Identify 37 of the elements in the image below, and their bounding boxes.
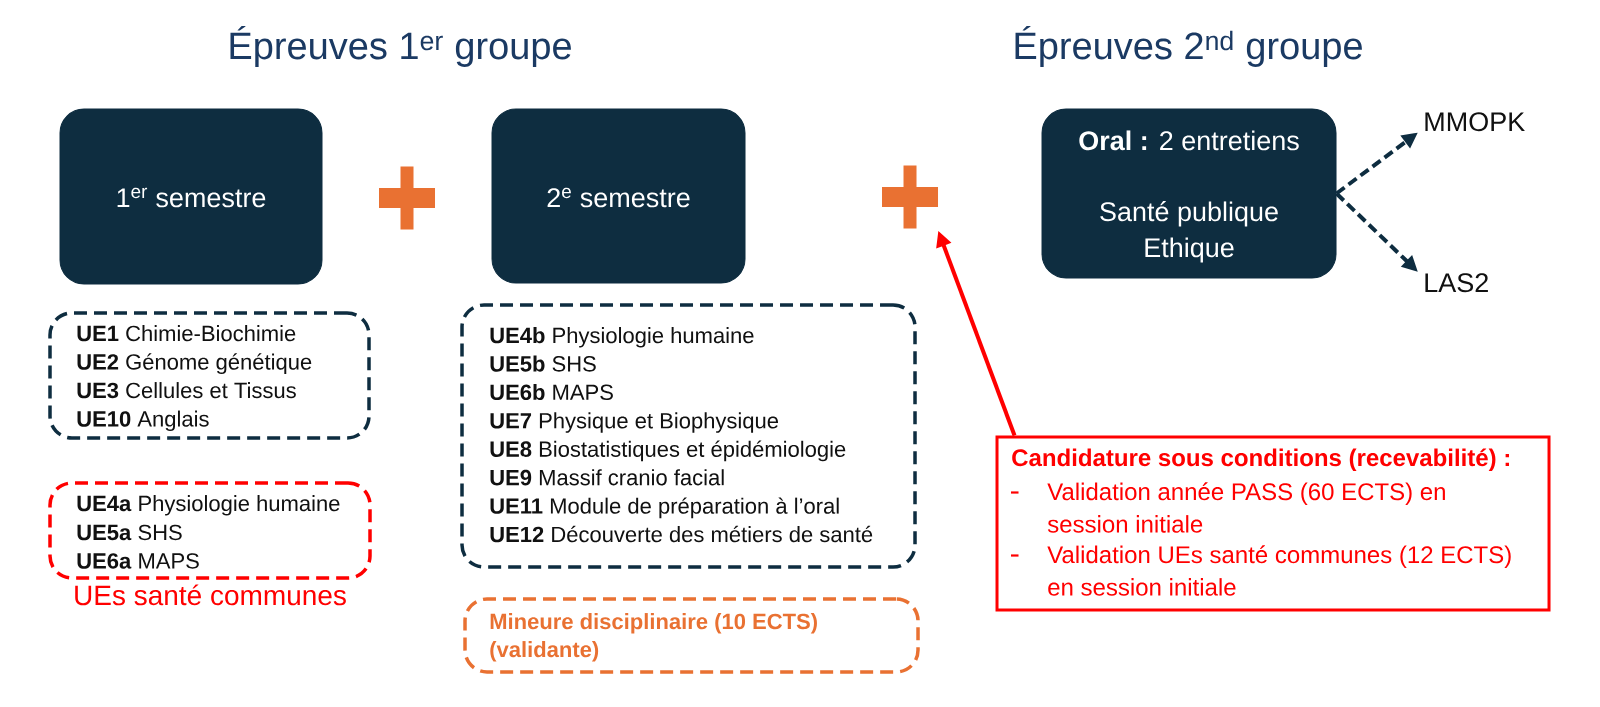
semester-box: [59, 108, 323, 285]
course-item: UE9 Massif cranio facial: [490, 469, 724, 486]
plus-sign: [882, 165, 938, 229]
course-item: UE8 Biostatistiques et épidémiologie: [490, 440, 846, 462]
section-heading: Épreuves 1$^{er}$ groupe: [230, 26, 571, 67]
conditions-heading: Candidature sous conditions (recevabilité) :: [1012, 448, 1509, 471]
course-item: UE11 Module de préparation à l’oral: [490, 497, 839, 519]
box-text: Mineure disciplinaire (10 ECTS) (validante): [490, 613, 817, 662]
course-item: UE3 Cellules et Tissus: [77, 382, 296, 399]
box-heading: Oral : 2 entretiens: [1079, 130, 1299, 151]
conditions-box: [995, 435, 1551, 612]
course-list-box: [460, 303, 917, 569]
box-label: 1$^{er}$ semestre: [117, 187, 266, 208]
section-heading: Épreuves 2$^{nd}$ groupe: [1015, 26, 1362, 67]
course-item: UE5a SHS: [77, 524, 182, 541]
box-label: 2$^{e}$ semestre: [547, 187, 690, 208]
outcome-label: LAS2: [1425, 273, 1488, 293]
box-text: Santé publique Ethique: [1100, 201, 1278, 263]
course-item: UE12 Découverte des métiers de santé: [490, 525, 873, 543]
minor-box: [463, 597, 920, 674]
course-item: UE4a Physiologie humaine: [77, 495, 340, 516]
condition-text: Validation année PASS (60 ECTS) en session initiale: [1047, 482, 1445, 533]
condition-text: Validation UEs santé communes (12 ECTS) en session initiale: [1047, 545, 1511, 596]
course-item: UE1 Chimie-Biochimie: [77, 325, 296, 342]
semester-box: [491, 108, 746, 284]
course-item: UE4b Physiologie humaine: [490, 327, 754, 348]
course-item: UE10 Anglais: [77, 410, 209, 432]
oral-exam-box: [1041, 108, 1337, 279]
outcome-label: MMOPK: [1425, 112, 1525, 132]
course-item: UE6b MAPS: [490, 383, 613, 401]
plus-sign: [379, 166, 435, 230]
course-item: UE6a MAPS: [77, 553, 199, 569]
course-item: UE2 Génome génétique: [77, 353, 312, 375]
course-item: UE5b SHS: [490, 355, 596, 372]
course-item: UE7 Physique et Biophysique: [490, 412, 778, 433]
box-caption: UEs santé communes: [75, 584, 346, 606]
course-list-box: [48, 311, 371, 440]
